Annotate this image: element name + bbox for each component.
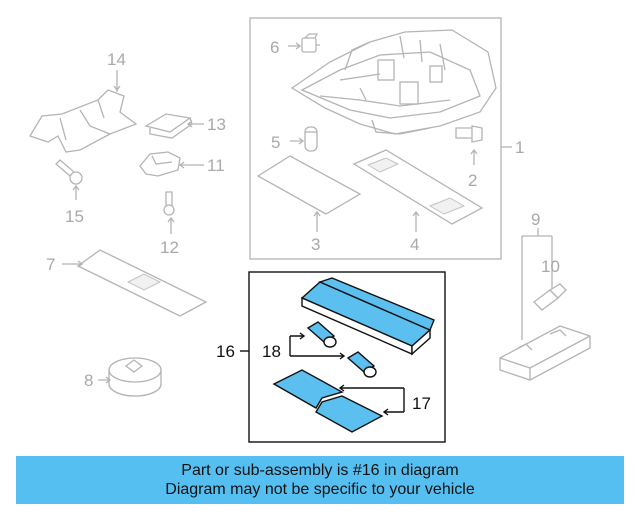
leader-6 — [288, 42, 302, 50]
callout-18: 18 — [262, 342, 281, 361]
bracket-part-11 — [139, 151, 181, 177]
pad-part-4 — [352, 149, 484, 225]
clip-part-6 — [301, 33, 320, 53]
callout-5: 5 — [271, 133, 280, 152]
console-assembly-frame — [249, 17, 502, 260]
clip-part-13 — [144, 113, 193, 139]
leader-4 — [412, 210, 420, 232]
map-lamp-part-9 — [499, 325, 591, 381]
callout-1: 1 — [515, 138, 524, 157]
callout-17: 17 — [412, 394, 431, 413]
leader-15 — [72, 184, 80, 200]
screw-part-15 — [55, 159, 83, 185]
motor-part-8 — [108, 357, 162, 397]
leader-17 — [338, 384, 405, 416]
leader-9 — [521, 228, 553, 340]
callout-11: 11 — [207, 156, 225, 175]
banner-line-1: Part or sub-assembly is #16 in diagram — [181, 462, 459, 479]
callout-3: 3 — [311, 235, 320, 254]
pad-part-17-right — [315, 395, 384, 433]
lens-cover-part-16 — [300, 277, 435, 356]
screw-part-12 — [163, 191, 175, 216]
bulb-part-10 — [533, 283, 567, 311]
callout-9: 9 — [531, 210, 540, 229]
pad-part-7 — [76, 249, 208, 317]
callout-14: 14 — [107, 50, 126, 69]
screw-part-2 — [455, 125, 483, 143]
leader-7 — [62, 260, 84, 268]
callout-15: 15 — [65, 207, 84, 226]
callout-10: 10 — [541, 257, 560, 276]
bulb-part-18-upper — [306, 321, 337, 348]
leader-11 — [178, 161, 204, 169]
leader-13 — [186, 120, 204, 128]
callout-12: 12 — [160, 238, 179, 257]
pad-part-17-left — [272, 369, 344, 409]
info-banner: Part or sub-assembly is #16 in diagram D… — [16, 456, 624, 504]
leader-8 — [98, 376, 112, 384]
leader-18 — [289, 332, 346, 360]
callout-13: 13 — [207, 115, 226, 134]
callout-8: 8 — [84, 371, 93, 390]
bracket-part-14 — [29, 89, 138, 153]
leader-2 — [470, 148, 478, 165]
callout-7: 7 — [46, 255, 55, 274]
callout-6: 6 — [270, 38, 279, 57]
sub-assembly-16-frame — [248, 271, 446, 443]
callout-16: 16 — [216, 342, 235, 361]
parts-diagram: 6 1 2 5 3 4 14 — [29, 17, 591, 443]
pad-part-3 — [256, 155, 362, 215]
leader-12 — [167, 216, 175, 234]
callout-2: 2 — [468, 171, 477, 190]
leader-5 — [290, 137, 305, 145]
bulb-part-18-lower — [346, 351, 377, 378]
leader-14 — [113, 70, 121, 92]
overhead-console-housing-part-1 — [290, 29, 497, 135]
leader-3 — [313, 210, 321, 232]
callout-4: 4 — [410, 235, 419, 254]
bulb-part-5 — [304, 126, 318, 152]
banner-line-2: Diagram may not be specific to your vehi… — [165, 481, 475, 498]
